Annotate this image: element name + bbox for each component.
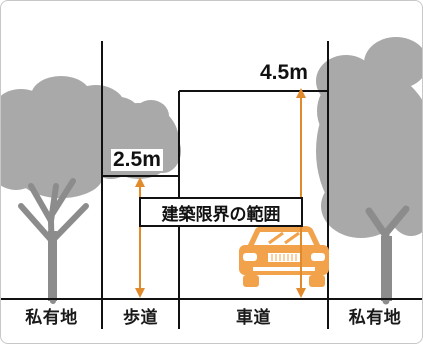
car-icon [239, 226, 329, 287]
roadway-height-label: 4.5m [258, 61, 310, 84]
tree-icon [1, 76, 137, 304]
zone-label-sidewalk: 歩道 [123, 307, 158, 328]
sidewalk-height-label: 2.5m [111, 148, 163, 171]
tree-icon [316, 37, 422, 305]
clearance-envelope [102, 90, 328, 177]
zone-label-private-right: 私有地 [348, 307, 402, 328]
zone-label-private-left: 私有地 [25, 307, 78, 328]
zone-label-roadway: 車道 [236, 307, 271, 328]
clearance-title: 建築限界の範囲 [139, 197, 303, 227]
